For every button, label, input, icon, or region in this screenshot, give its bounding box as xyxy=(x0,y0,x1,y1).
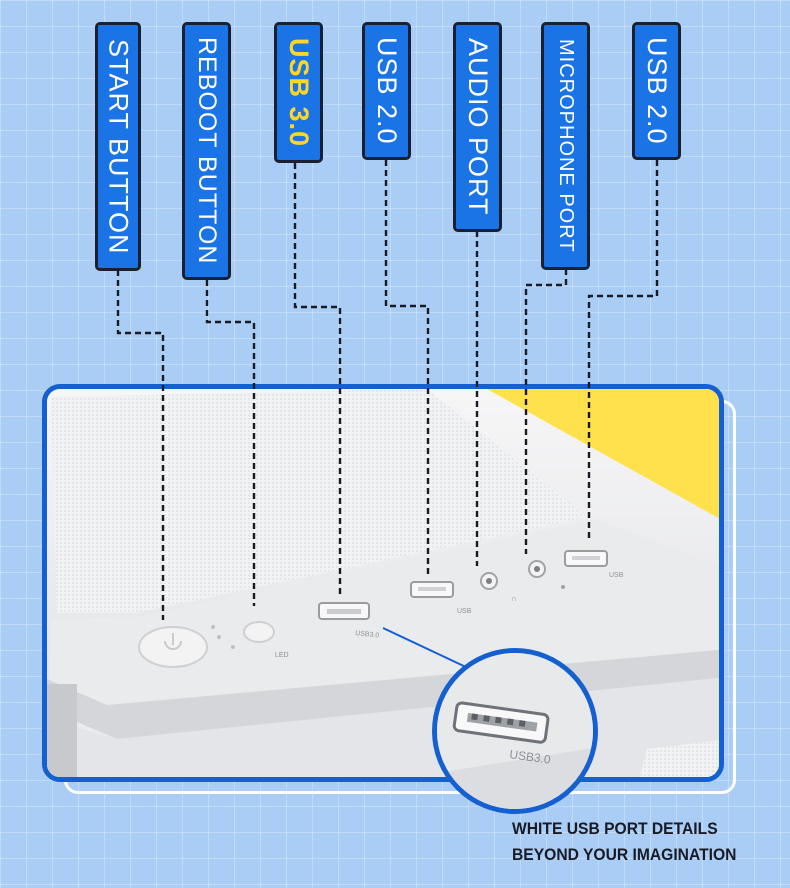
usb2-left-label: USB 2.0 xyxy=(362,22,411,160)
usb-marking: USB xyxy=(457,608,472,615)
zoom-usb3-port xyxy=(452,701,550,744)
svg-text:∩: ∩ xyxy=(511,594,517,603)
usb2-right-port[interactable] xyxy=(564,550,608,567)
power-icon xyxy=(164,640,182,650)
reboot-button-label: REBOOT BUTTON xyxy=(182,22,231,280)
audio-port-label: AUDIO PORT xyxy=(453,22,502,232)
usb2-right-label: USB 2.0 xyxy=(632,22,681,160)
caption-line-2: BEYOND YOUR IMAGINATION xyxy=(512,845,737,864)
usb-right-marking: USB xyxy=(609,572,624,579)
led-marking: LED xyxy=(275,652,289,659)
usb3-marking: USB3.0 xyxy=(355,630,380,639)
microphone-port-label: MICROPHONE PORT xyxy=(541,22,590,270)
case-photo: LED USB3.0 USB ∩ USB xyxy=(42,384,724,782)
reboot-button[interactable] xyxy=(243,621,275,643)
zoom-detail: USB3.0 xyxy=(432,648,598,814)
start-button-label: START BUTTON xyxy=(95,22,141,271)
case-top-panel: LED USB3.0 USB ∩ USB xyxy=(47,389,719,777)
usb3-label: USB 3.0 xyxy=(274,22,323,163)
caption-line-1: WHITE USB PORT DETAILS xyxy=(512,819,718,838)
power-button[interactable] xyxy=(138,626,208,668)
zoom-usb3-marking: USB3.0 xyxy=(509,747,552,767)
usb3-port[interactable] xyxy=(318,602,370,620)
usb2-left-port[interactable] xyxy=(410,581,454,598)
caption: WHITE USB PORT DETAILS BEYOND YOUR IMAGI… xyxy=(512,816,782,868)
